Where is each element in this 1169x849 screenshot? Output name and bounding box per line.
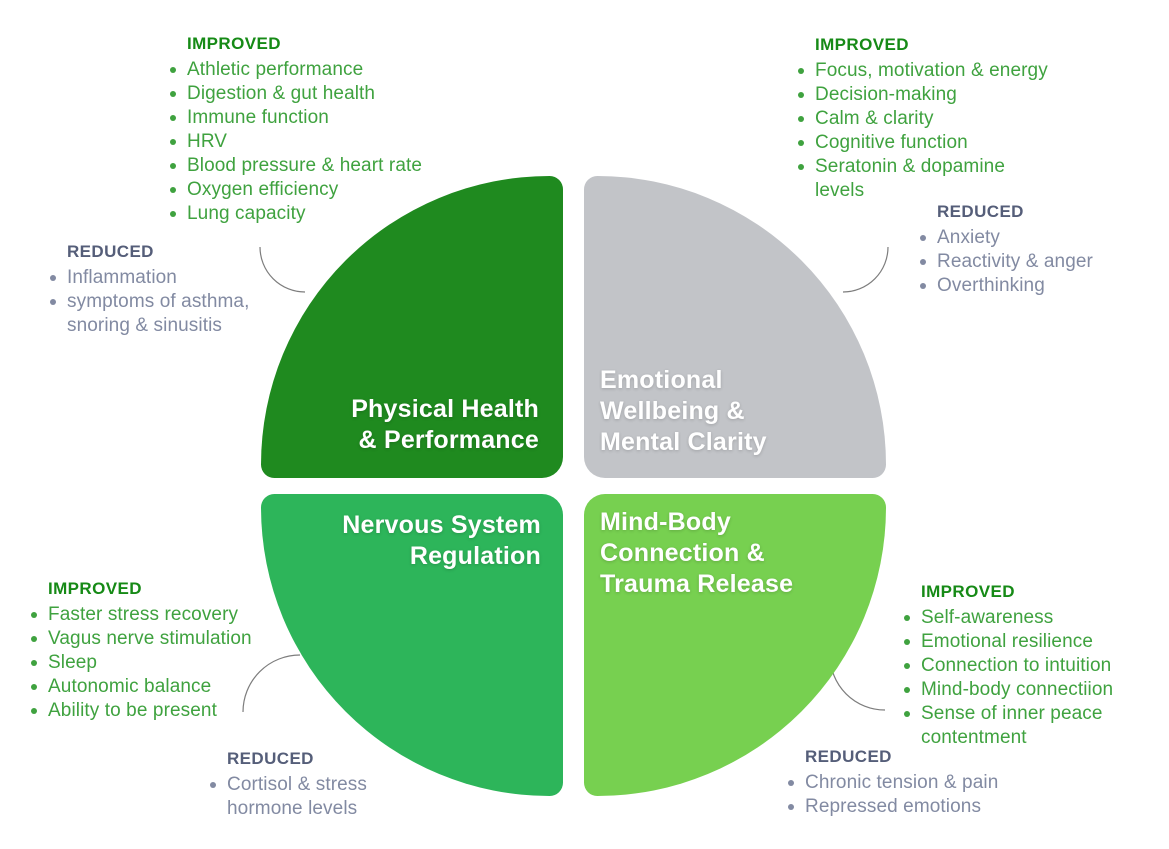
improved-heading: IMPROVED [48,579,142,598]
improved-heading: IMPROVED [921,582,1015,601]
benefit-item: Vagus nerve stimulation [29,627,329,651]
benefit-item: Lung capacity [168,202,498,226]
benefit-item: Focus, motivation & energy [796,59,1136,83]
emotional-reduced-list: REDUCED Anxiety Reactivity & anger Overt… [918,200,1168,298]
benefit-item: Anxiety [918,226,1168,250]
benefit-item: Ability to be present [29,699,329,723]
emotional-improved-list: IMPROVED Focus, motivation & energy Deci… [796,33,1136,203]
reduced-heading: REDUCED [937,202,1024,221]
quadrant-emotional-wellbeing: Emotional Wellbeing & Mental Clarity [584,176,886,478]
benefit-item: Overthinking [918,274,1168,298]
benefit-item: Immune function [168,106,498,130]
improved-heading: IMPROVED [187,34,281,53]
benefit-item: Connection to intuition [902,654,1167,678]
quadrant-nervous-system: Nervous System Regulation [261,494,563,796]
benefit-item: Autonomic balance [29,675,329,699]
benefit-item: Repressed emotions [786,795,1066,819]
benefit-list: Anxiety Reactivity & anger Overthinking [918,226,1168,298]
reduced-heading: REDUCED [227,749,314,768]
benefit-item: Decision-making [796,83,1136,107]
benefit-item: Inflammation [48,266,298,290]
nervous-reduced-list: REDUCED Cortisol & stress hormone levels [208,747,458,821]
benefit-item: Athletic performance [168,58,498,82]
benefit-item: Blood pressure & heart rate [168,154,498,178]
improved-heading: IMPROVED [815,35,909,54]
mindbody-reduced-list: REDUCED Chronic tension & pain Repressed… [786,745,1066,819]
benefit-list: Faster stress recovery Vagus nerve stimu… [29,603,329,723]
benefit-list: Athletic performance Digestion & gut hea… [168,58,498,226]
benefit-item: HRV [168,130,498,154]
benefit-item: Sense of inner peace contentment [902,702,1167,750]
mindbody-improved-list: IMPROVED Self-awareness Emotional resili… [902,580,1167,750]
quadrant-label-mind-body: Mind-Body Connection & Trauma Release [600,508,794,598]
quadrant-label-emotional-wellbeing: Emotional Wellbeing & Mental Clarity [600,366,767,456]
nervous-improved-list: IMPROVED Faster stress recovery Vagus ne… [29,577,329,723]
benefit-item: Digestion & gut health [168,82,498,106]
benefit-item: Cortisol & stress hormone levels [208,773,458,821]
benefit-item: Emotional resilience [902,630,1167,654]
benefit-item: Calm & clarity [796,107,1136,131]
quadrant-label-nervous-system: Nervous System Regulation [342,511,541,570]
benefit-list: Self-awareness Emotional resilience Conn… [902,606,1167,750]
physical-improved-list: IMPROVED Athletic performance Digestion … [168,32,498,226]
benefit-list: Cortisol & stress hormone levels [208,773,458,821]
benefit-item: Seratonin & dopamine levels [796,155,1136,203]
benefit-list: Focus, motivation & energy Decision-maki… [796,59,1136,203]
benefit-item: Mind-body connectiion [902,678,1167,702]
benefit-item: Self-awareness [902,606,1167,630]
connector-arc-top-right [842,246,889,293]
benefit-item: Reactivity & anger [918,250,1168,274]
benefit-item: Oxygen efficiency [168,178,498,202]
benefit-item: Sleep [29,651,329,675]
benefit-item: Chronic tension & pain [786,771,1066,795]
benefit-list: Inflammation symptoms of asthma, snoring… [48,266,298,338]
benefit-item: Faster stress recovery [29,603,329,627]
quadrant-label-physical-health: Physical Health & Performance [351,395,539,454]
benefit-list: Chronic tension & pain Repressed emotion… [786,771,1066,819]
benefit-item: symptoms of asthma, snoring & sinusitis [48,290,298,338]
reduced-heading: REDUCED [67,242,154,261]
benefit-item: Cognitive function [796,131,1136,155]
physical-reduced-list: REDUCED Inflammation symptoms of asthma,… [48,240,298,338]
reduced-heading: REDUCED [805,747,892,766]
